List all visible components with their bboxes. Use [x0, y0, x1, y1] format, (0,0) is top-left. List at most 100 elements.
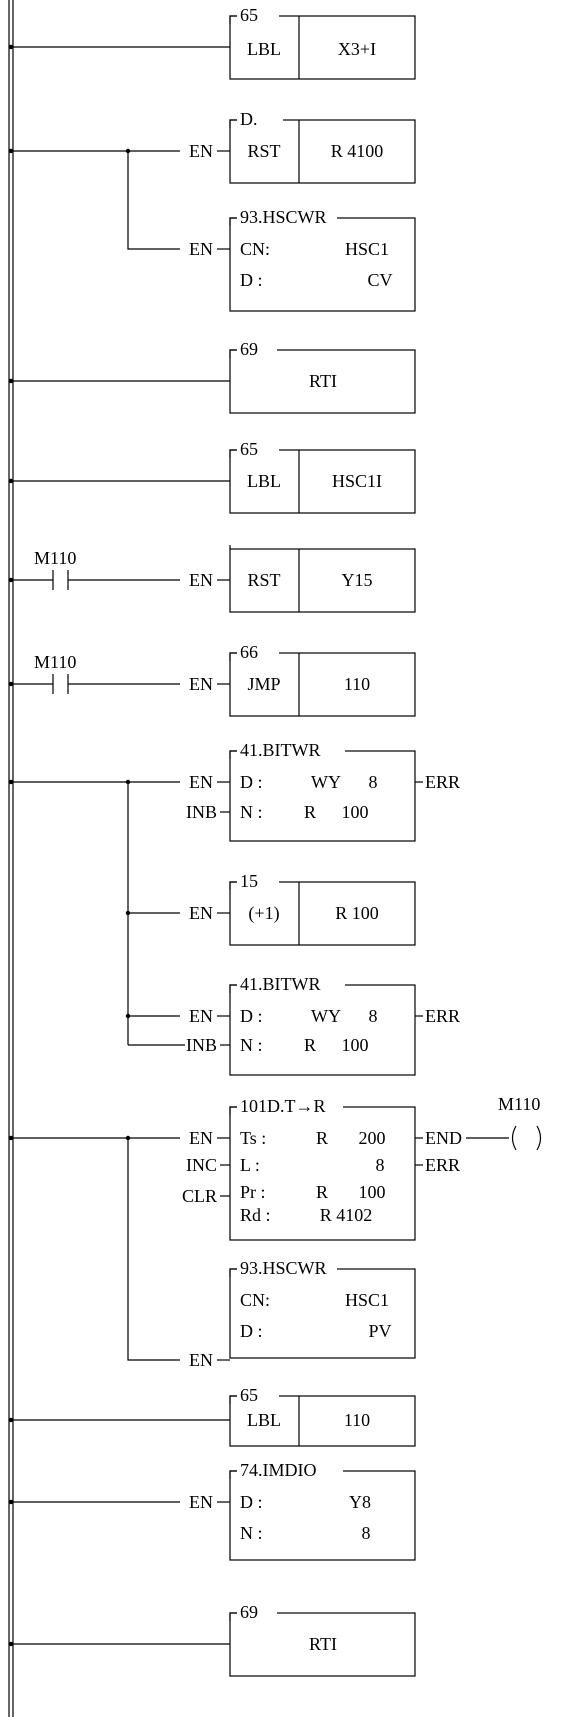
block-param-label: Ts :: [240, 1128, 266, 1148]
block-param-label: CN:: [240, 1290, 270, 1310]
block-header: 93.HSCWR: [240, 1258, 327, 1278]
function-block: 93.HSCWR EN CN: HSC1 D : PV: [189, 1258, 416, 1370]
block-header: 65: [240, 439, 258, 459]
block-param-value: CV: [367, 270, 392, 290]
input-pin-label: INB: [186, 1035, 217, 1055]
function-block: 15 EN (+1) R 100: [189, 871, 416, 946]
input-pin-label: EN: [189, 1128, 213, 1148]
block-param-label: N :: [240, 1035, 263, 1055]
block-param-value: HSC1: [345, 1290, 389, 1310]
block-param-value: R: [316, 1128, 328, 1148]
input-pin-label: EN: [189, 674, 213, 694]
block-param-value: 100: [342, 1035, 369, 1055]
block-param-label: Rd :: [240, 1205, 271, 1225]
rung-7: 41.BITWR EN INB D : WY 8 N : R 100 ERR 1…: [8, 740, 460, 1076]
block-header: 93.HSCWR: [240, 207, 327, 227]
block-cell: X3+I: [338, 39, 376, 59]
block-cell: LBL: [247, 1410, 281, 1430]
output-pin-label: ERR: [425, 1155, 460, 1175]
block-header: 15: [240, 871, 258, 891]
block-cell: LBL: [247, 39, 281, 59]
function-block: 66 EN JMP 110: [189, 642, 416, 717]
block-cell: Y15: [342, 570, 373, 590]
input-pin-label: EN: [189, 1350, 213, 1370]
rung-5: M110 EN RST Y15: [8, 545, 416, 613]
function-block: 65 LBL HSC1I: [229, 439, 416, 514]
block-param-label: D :: [240, 772, 263, 792]
block-param-label: Pr :: [240, 1182, 266, 1202]
input-pin-label: EN: [189, 239, 213, 259]
block-cell: RST: [247, 141, 280, 161]
contact-no: M110: [34, 652, 76, 694]
function-block: 65 LBL X3+I: [229, 5, 416, 80]
function-block: 41.BITWR EN INB D : WY 8 N : R 100 ERR: [186, 740, 460, 842]
input-pin-label: INC: [186, 1155, 217, 1175]
block-header: D.: [240, 109, 258, 129]
block-cell: RST: [247, 570, 280, 590]
function-block: 69 RTI: [229, 339, 416, 414]
output-coil: M110: [498, 1094, 542, 1151]
block-param-value: WY: [311, 1006, 341, 1026]
block-param-value: Y8: [349, 1492, 371, 1512]
contact-label: M110: [34, 652, 76, 672]
input-pin-label: EN: [189, 772, 213, 792]
input-pin-label: EN: [189, 141, 213, 161]
block-header: 74.IMDIO: [240, 1460, 317, 1480]
rung-10: 74.IMDIO EN D : Y8 N : 8: [8, 1460, 416, 1561]
block-header: 69: [240, 1602, 258, 1622]
block-param-label: D :: [240, 1492, 263, 1512]
block-header: 65: [240, 5, 258, 25]
branch-wire: [127, 151, 180, 250]
function-block: 93.HSCWR EN CN: HSC1 D : CV: [189, 207, 416, 312]
function-block: 65 LBL 110: [229, 1385, 416, 1447]
block-header: 41.BITWR: [240, 740, 321, 760]
block-param-label: CN:: [240, 239, 270, 259]
block-cell: R 4100: [331, 141, 384, 161]
block-param-value: R: [304, 802, 316, 822]
input-pin-label: EN: [189, 903, 213, 923]
function-block: 41.BITWR EN INB D : WY 8 N : R 100 ERR: [186, 974, 460, 1076]
block-param-value: R: [304, 1035, 316, 1055]
output-pin-label: ERR: [425, 1006, 460, 1026]
block-header: 65: [240, 1385, 258, 1405]
input-pin-label: EN: [189, 1006, 213, 1026]
rung-1: 65 LBL X3+I: [8, 5, 416, 80]
block-param-value: HSC1: [345, 239, 389, 259]
rung-2: D. EN RST R 4100 93.HSCWR EN CN: HSC1 D …: [8, 109, 416, 312]
block-cell: 110: [344, 674, 370, 694]
rung-9: 65 LBL 110: [8, 1385, 416, 1447]
rung-4: 65 LBL HSC1I: [8, 439, 416, 514]
block-cell: HSC1I: [332, 471, 382, 491]
block-param-value: PV: [368, 1321, 391, 1341]
block-param-value: R: [316, 1182, 328, 1202]
block-param-value: 8: [369, 1006, 378, 1026]
output-pin-label: END: [425, 1128, 462, 1148]
block-header: 69: [240, 339, 258, 359]
block-param-value: 8: [362, 1523, 371, 1543]
block-param-value: WY: [311, 772, 341, 792]
output-pin-label: ERR: [425, 772, 460, 792]
function-block: 74.IMDIO EN D : Y8 N : 8: [189, 1460, 416, 1561]
function-block: D. EN RST R 4100: [189, 109, 416, 184]
block-header: 101D.T→R: [240, 1096, 326, 1116]
block-param-value: 100: [359, 1182, 386, 1202]
block-cell: R 100: [335, 903, 379, 923]
block-param-value: 100: [342, 802, 369, 822]
block-cell: LBL: [247, 471, 281, 491]
branch-wire: [127, 1138, 180, 1361]
rung-3: 69 RTI: [8, 339, 416, 414]
block-param-label: N :: [240, 802, 263, 822]
block-param-label: D :: [240, 270, 263, 290]
block-header: 41.BITWR: [240, 974, 321, 994]
block-header: 66: [240, 642, 258, 662]
input-pin-label: CLR: [182, 1186, 217, 1206]
function-block: EN RST Y15: [189, 545, 416, 613]
block-param-value: 8: [369, 772, 378, 792]
input-pin-label: INB: [186, 802, 217, 822]
rung-8: 101D.T→R EN INC CLR Ts : R 200 L : 8 Pr …: [8, 1094, 542, 1370]
contact-no: M110: [34, 548, 76, 590]
block-param-value: 8: [376, 1155, 385, 1175]
block-cell: (+1): [248, 903, 279, 924]
rung-11: 69 RTI: [8, 1602, 416, 1677]
